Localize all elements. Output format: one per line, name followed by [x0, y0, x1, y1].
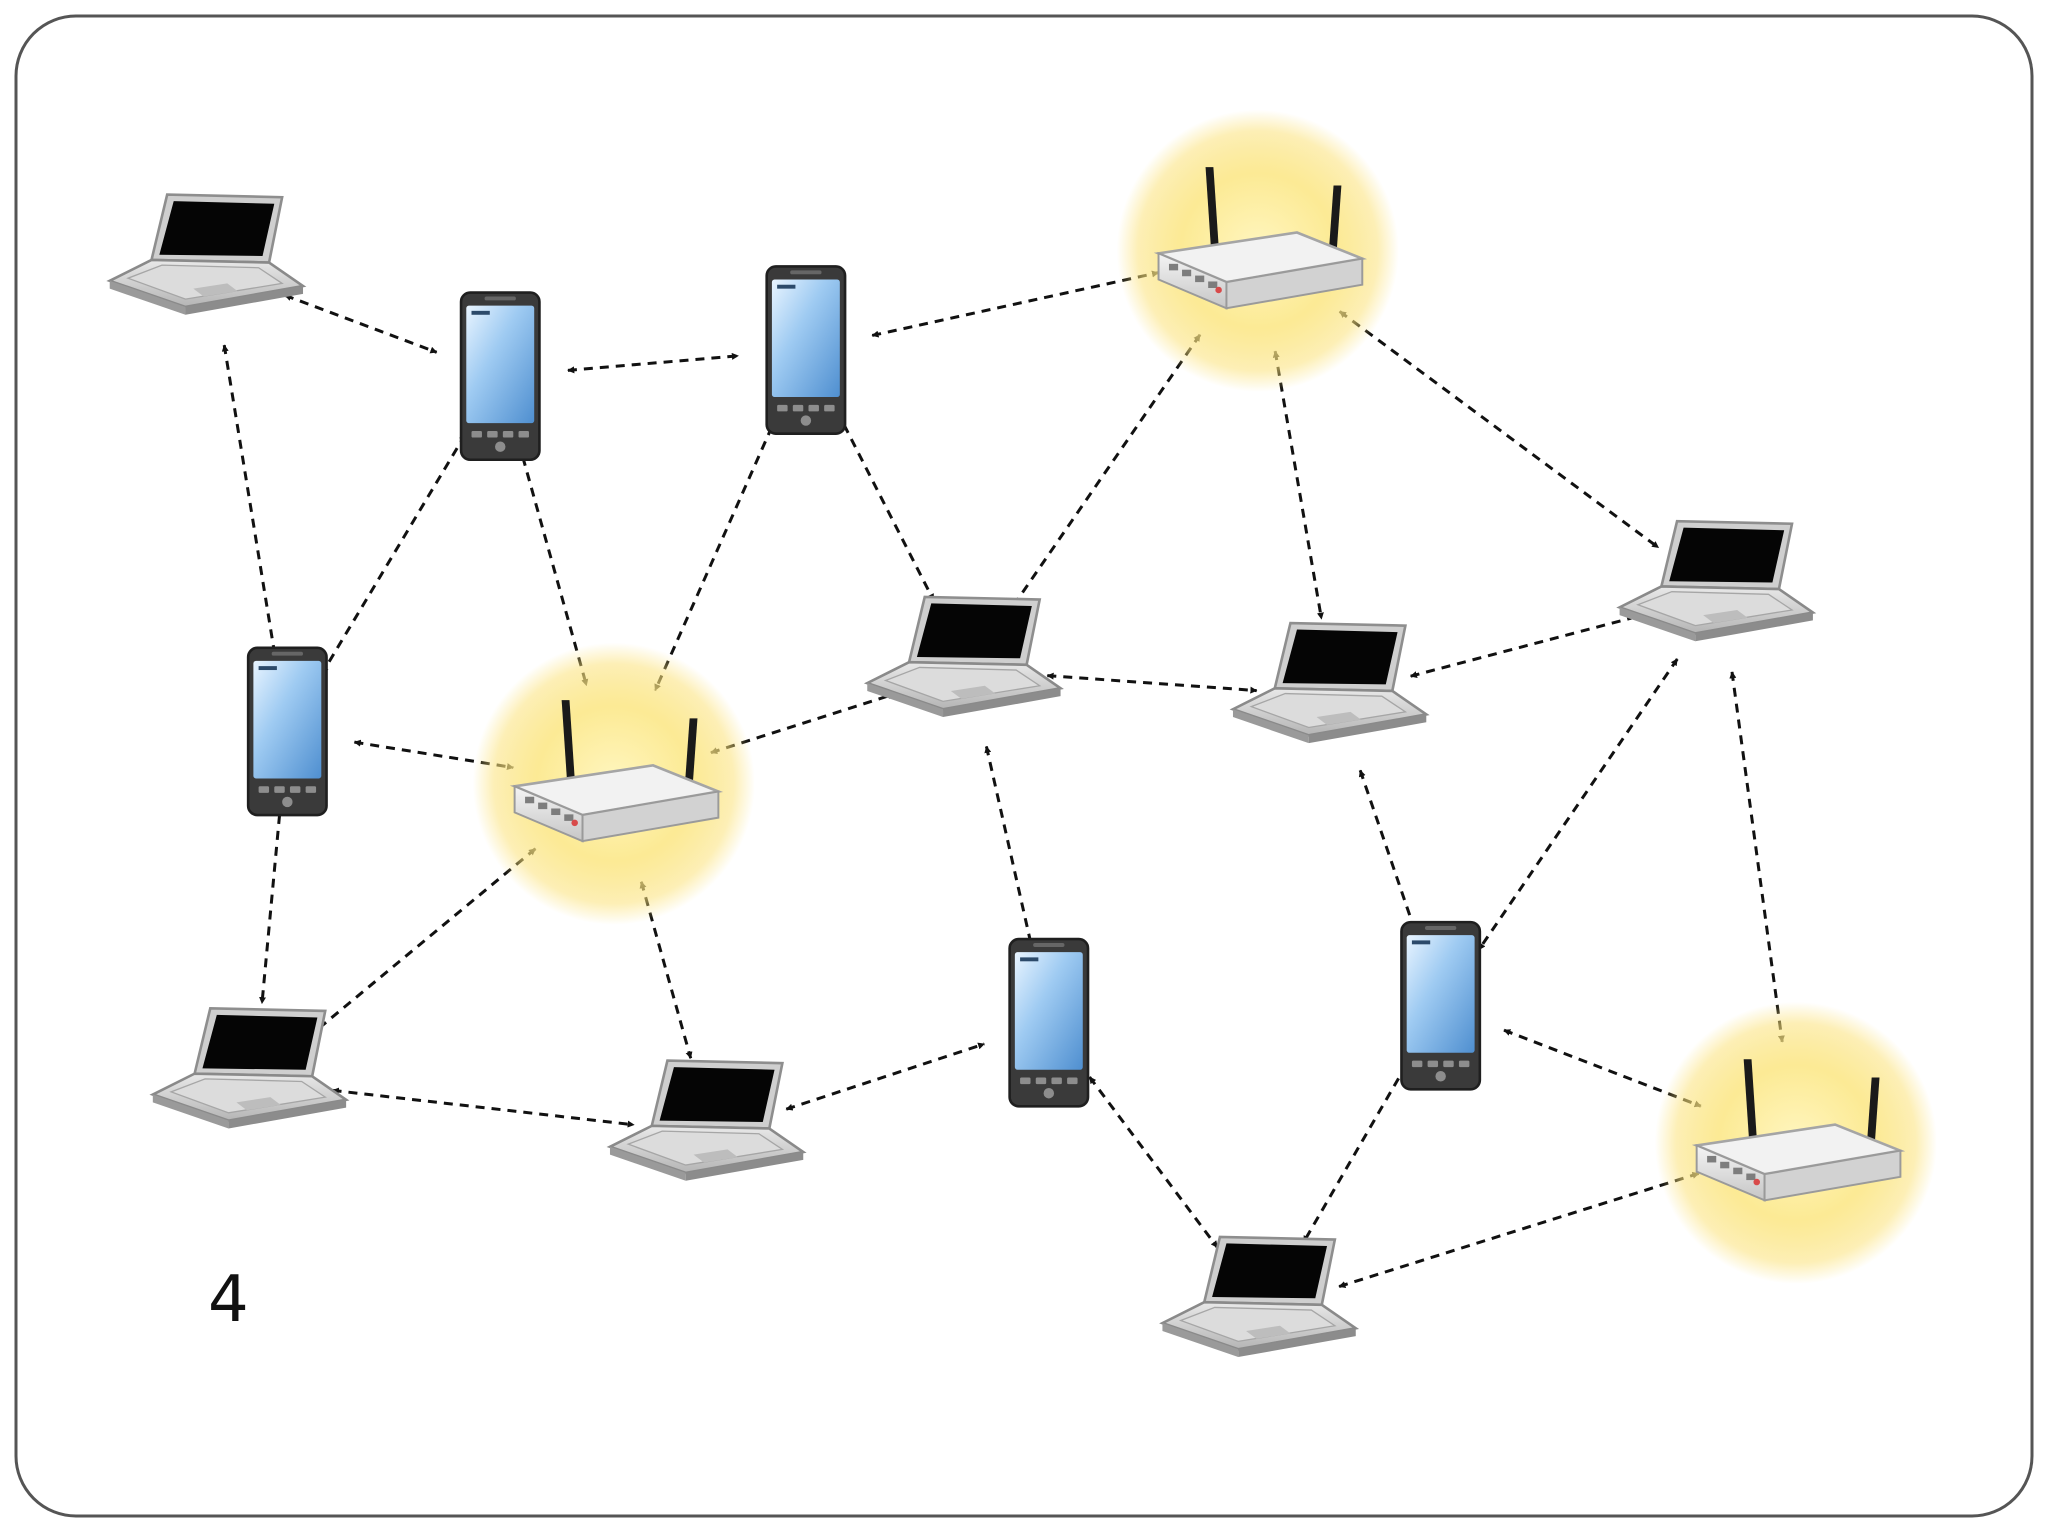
link-P1-R2 [516, 440, 589, 687]
link-L4-P5 [1477, 658, 1679, 951]
link-P1-P2 [567, 352, 739, 374]
link-P5-L7 [1302, 1063, 1408, 1243]
link-P2-R2 [653, 411, 780, 692]
wifi-router-icon [472, 642, 755, 925]
link-L2-P4 [984, 745, 1036, 958]
link-P1-P3 [320, 433, 467, 674]
link-L4-R3 [1729, 671, 1785, 1043]
laptop-icon [606, 1059, 807, 1181]
wifi-router-icon [1654, 1001, 1937, 1284]
link-P5-R3 [1503, 1028, 1702, 1108]
laptop-icon [149, 1006, 350, 1129]
link-R2-L5 [314, 847, 537, 1033]
link-R1-L4 [1338, 310, 1660, 549]
slide-border [14, 14, 2034, 1518]
link-P4-L7 [1088, 1076, 1219, 1249]
link-R1-L2 [1012, 333, 1202, 607]
link-L3-P5 [1358, 769, 1421, 943]
smartphone-icon [1400, 920, 1482, 1091]
page-number: 4 [208, 1263, 249, 1337]
link-R3-L7 [1338, 1171, 1700, 1288]
link-P2-R1 [871, 270, 1159, 338]
smartphone-icon [459, 291, 541, 462]
link-L3-L4 [1409, 612, 1647, 678]
link-L1-P3 [221, 344, 279, 666]
link-P2-L2 [835, 409, 935, 601]
link-L2-L3 [1046, 672, 1258, 694]
laptop-icon [1229, 621, 1430, 744]
smartphone-icon [1008, 937, 1090, 1108]
nodes-layer [106, 109, 1937, 1358]
link-R1-L3 [1272, 350, 1324, 620]
links-layer [221, 270, 1785, 1288]
smartphone-icon [246, 646, 328, 817]
laptop-icon [106, 193, 307, 315]
wifi-router-icon [1116, 109, 1399, 392]
link-L1-P1 [284, 293, 438, 354]
smartphone-icon [765, 265, 847, 435]
laptop-icon [1159, 1235, 1360, 1358]
link-L5-L6 [331, 1087, 635, 1128]
link-R2-L6 [639, 881, 693, 1059]
laptop-icon [863, 595, 1064, 718]
link-P3-L5 [259, 798, 284, 1005]
laptop-icon [1616, 519, 1817, 642]
link-L6-P4 [785, 1042, 985, 1111]
